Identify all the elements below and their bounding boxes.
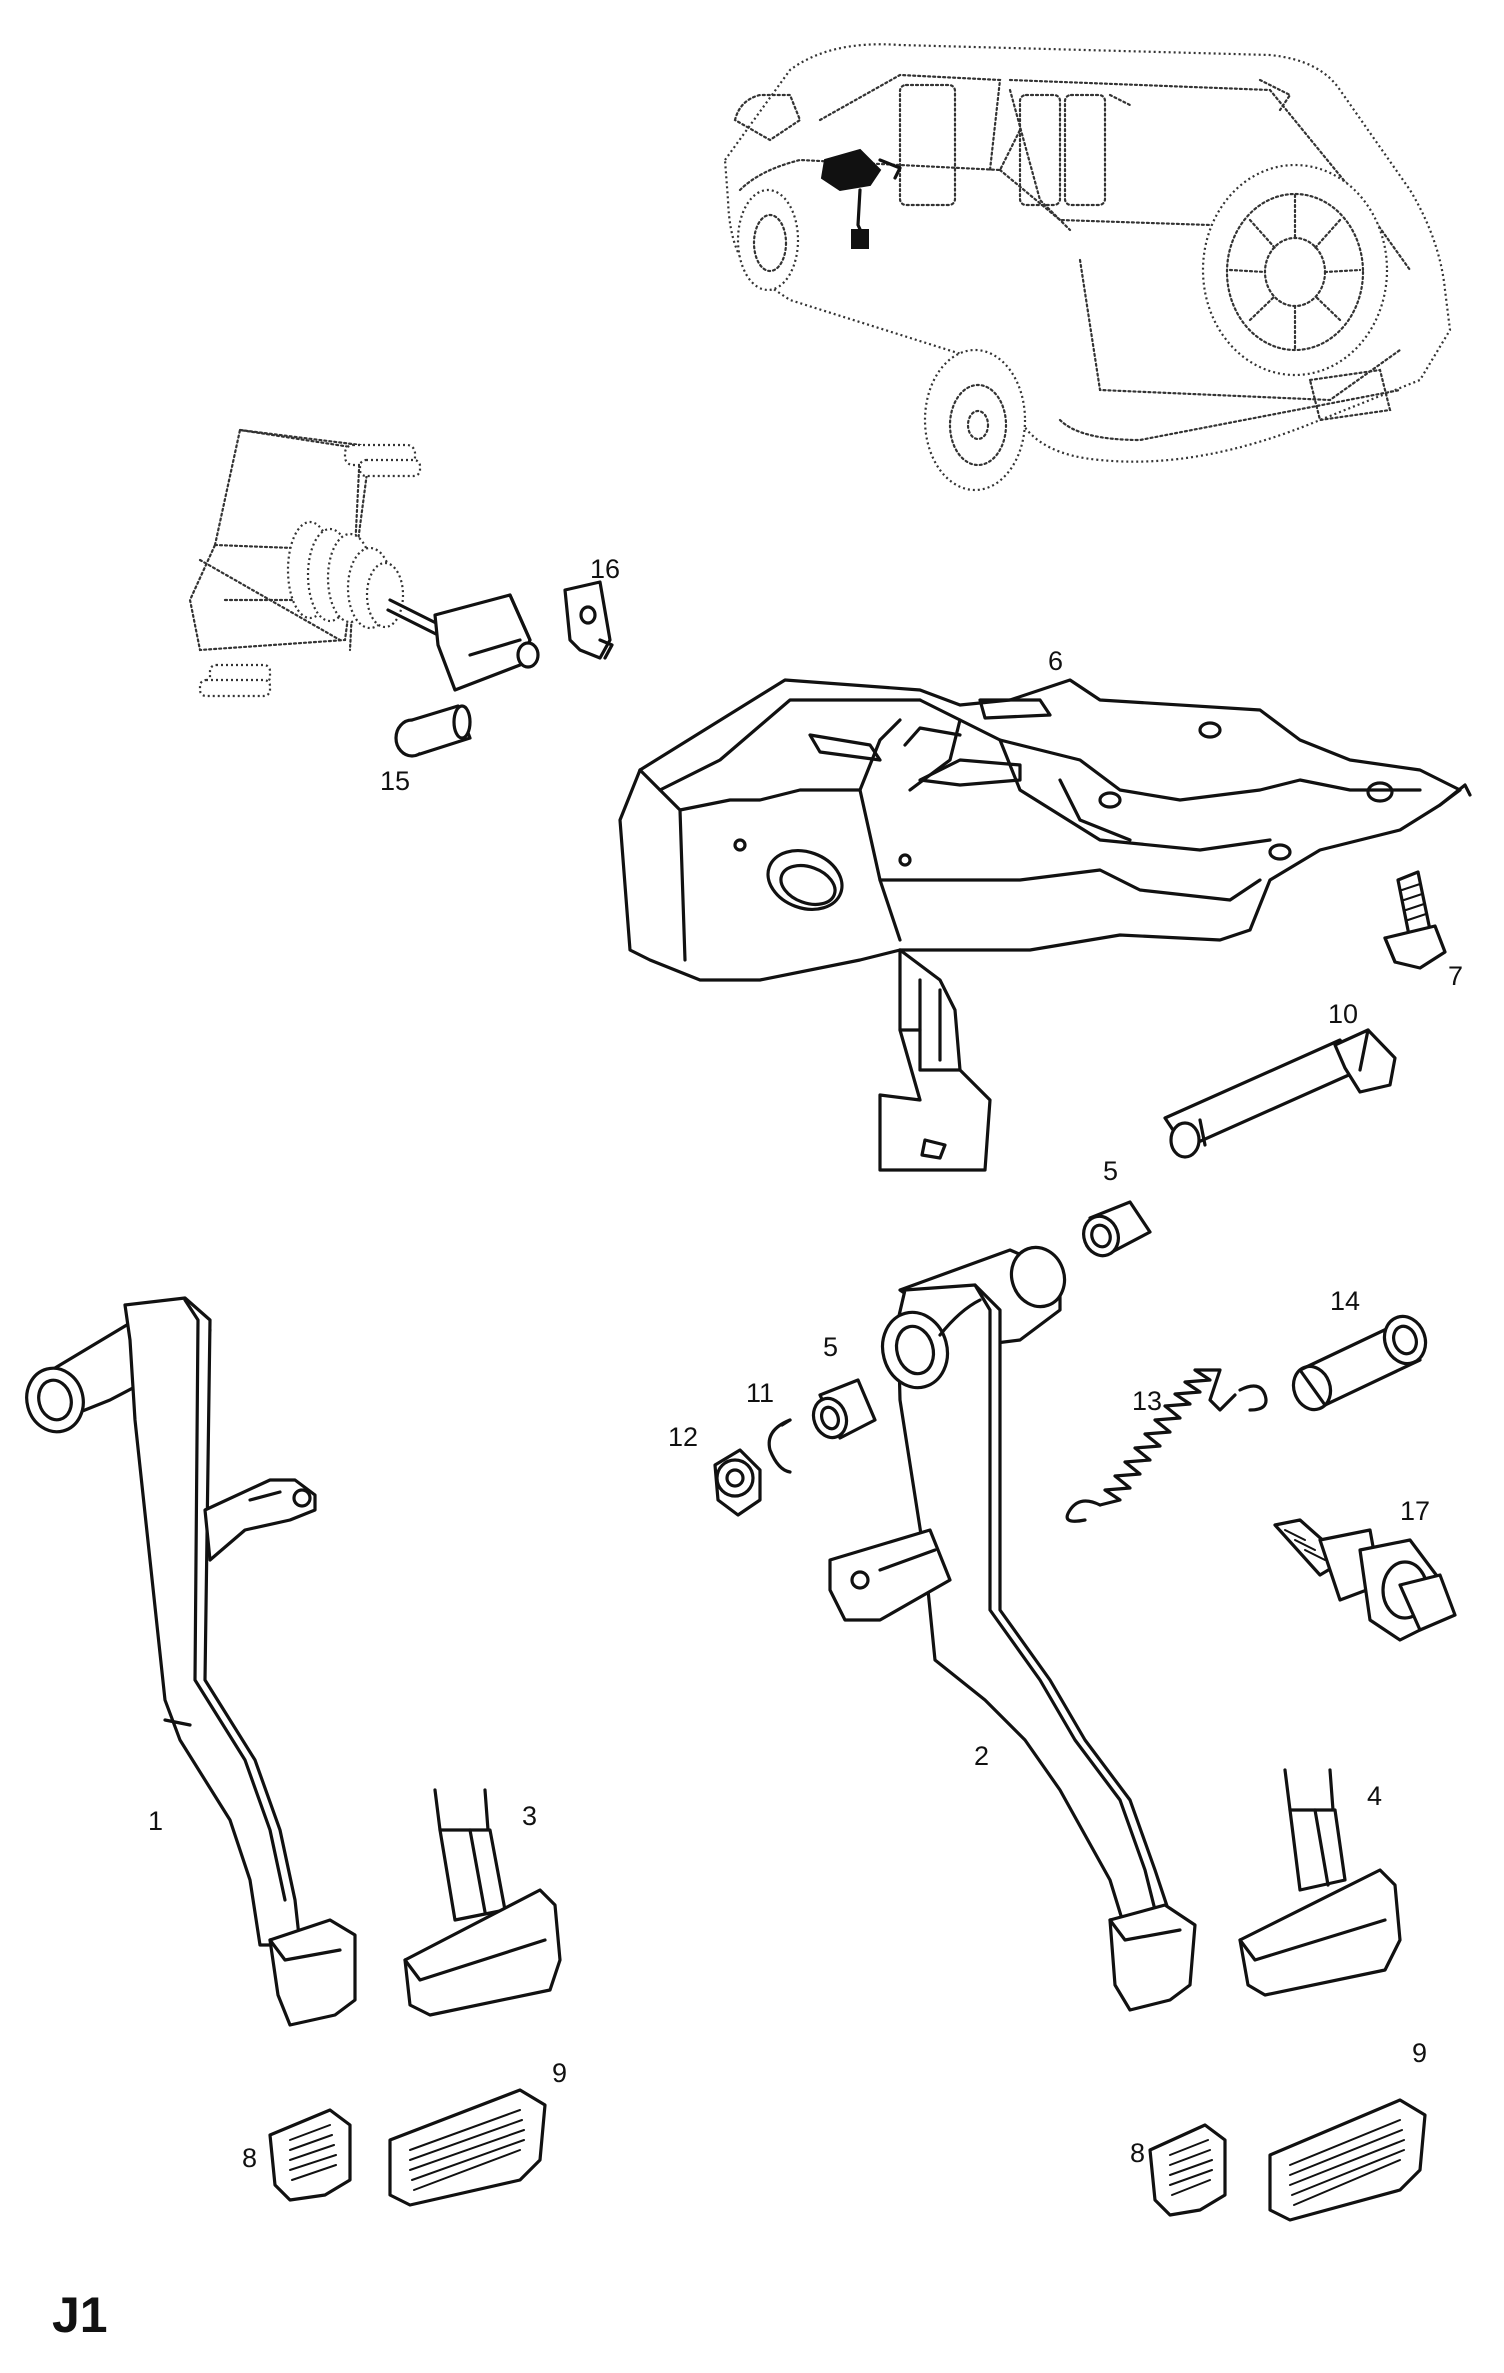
- callout-9-right: 9: [1412, 2038, 1427, 2068]
- part-12-nut: [713, 1448, 762, 1517]
- part-8-pad-right: [1148, 2123, 1227, 2217]
- part-4-pedal-right: [1238, 1768, 1402, 1997]
- callout-11: 11: [746, 1378, 774, 1408]
- part-11-clip: [767, 1418, 792, 1474]
- part-5-bushing-lower: [811, 1378, 877, 1440]
- part-17-stop-switch: [1273, 1518, 1457, 1642]
- callout-15: 15: [380, 766, 410, 796]
- part-5-bushing-upper: [1082, 1200, 1152, 1258]
- part-6-pedal-bracket: [618, 678, 1472, 1172]
- callout-12: 12: [668, 1422, 698, 1452]
- vehicle-overview: [723, 43, 1452, 492]
- callout-8-left: 8: [242, 2143, 257, 2173]
- part-15-pin: [394, 704, 472, 758]
- callout-1: 1: [148, 1806, 163, 1836]
- part-1-clutch-pedal: [25, 1296, 357, 2027]
- callout-9-left: 9: [552, 2058, 567, 2088]
- callout-16: 16: [590, 554, 620, 584]
- part-9-pad-left: [388, 2088, 547, 2207]
- callout-7: 7: [1448, 961, 1463, 991]
- callout-2: 2: [974, 1741, 989, 1771]
- part-3-pedal-left: [403, 1788, 562, 2017]
- callout-10: 10: [1328, 999, 1358, 1029]
- callout-17: 17: [1400, 1496, 1430, 1526]
- part-10-pivot-bolt: [1163, 1028, 1397, 1159]
- part-8-pad-left: [268, 2108, 352, 2202]
- callout-5-lower: 5: [823, 1332, 838, 1362]
- part-2-brake-pedal: [828, 1245, 1197, 2012]
- part-16-clip: [563, 580, 614, 660]
- part-14-sleeve: [1291, 1314, 1428, 1412]
- part-9-pad-right: [1268, 2098, 1427, 2222]
- brake-booster-assembly: [188, 428, 540, 698]
- page-code: J1: [52, 2287, 108, 2343]
- callout-8-right: 8: [1130, 2138, 1145, 2168]
- part-13-spring: [1065, 1368, 1268, 1523]
- callout-6: 6: [1048, 646, 1063, 676]
- callout-4: 4: [1367, 1781, 1382, 1811]
- part-7-bolt: [1383, 870, 1447, 970]
- callout-13: 13: [1132, 1386, 1162, 1416]
- callout-14: 14: [1330, 1286, 1360, 1316]
- callout-5-upper: 5: [1103, 1156, 1118, 1186]
- callout-3: 3: [522, 1801, 537, 1831]
- callout-labels: 1 2 3 4 5 5 6 7 8 8 9 9 10 11 12 13 14 1…: [148, 554, 1463, 2173]
